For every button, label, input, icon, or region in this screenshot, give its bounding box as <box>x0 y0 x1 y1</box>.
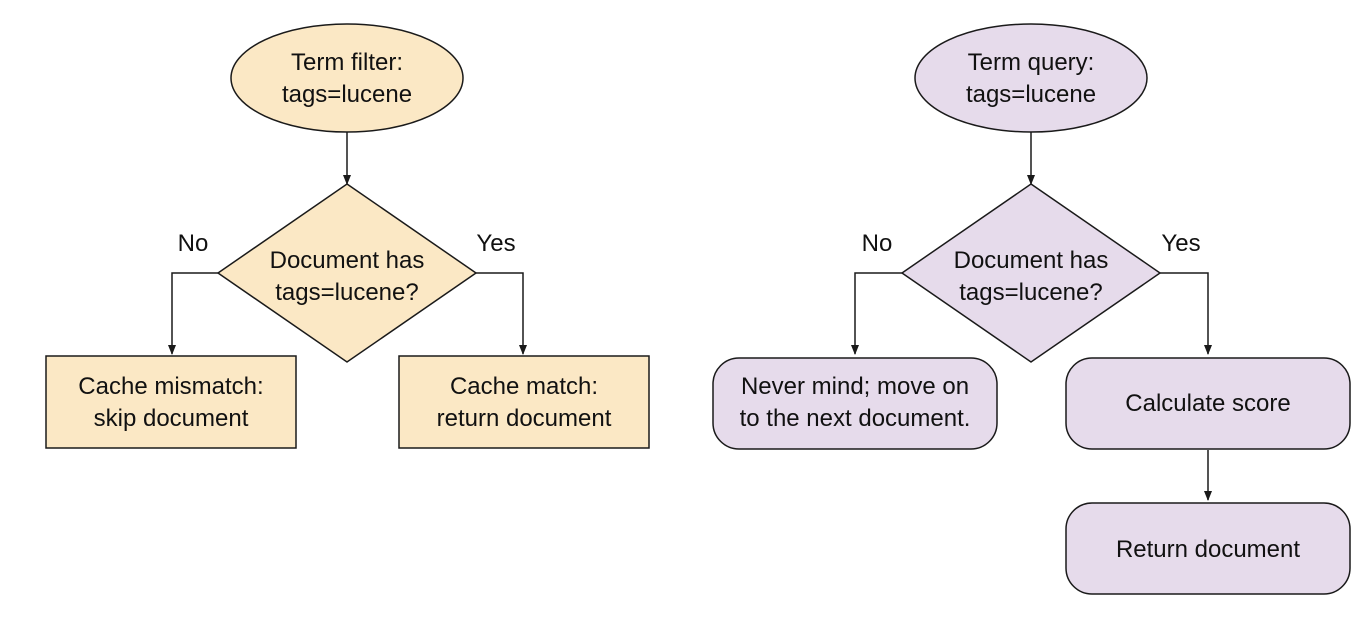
query-nevermind-label-line1: Never mind; move on <box>741 373 969 400</box>
filter-match-node: Cache match: return document <box>398 355 650 449</box>
query-score-node: Calculate score <box>1065 357 1351 450</box>
edge-filter-no-to-mismatch <box>168 272 218 355</box>
query-return-node: Return document <box>1065 502 1351 595</box>
filter-decision-label-line1: Document has <box>270 247 425 274</box>
edge-query-yes-to-score <box>1160 272 1212 355</box>
filter-match-label-line2: return document <box>437 405 612 432</box>
filter-match-label-line1: Cache match: <box>450 373 598 400</box>
filter-mismatch-node: Cache mismatch: skip document <box>45 355 297 449</box>
query-start-label-line2: tags=lucene <box>966 81 1096 108</box>
filter-decision-node: Document has tags=lucene? <box>216 183 478 363</box>
query-no-label: No <box>862 230 893 257</box>
filter-mismatch-label-line2: skip document <box>94 405 249 432</box>
query-yes-label: Yes <box>1161 230 1200 257</box>
query-start-label-line1: Term query: <box>968 49 1095 76</box>
term-filter-flow: Term filter: tags=lucene Document has ta… <box>45 23 650 449</box>
query-decision-label-line2: tags=lucene? <box>959 279 1102 306</box>
query-nevermind-node: Never mind; move on to the next document… <box>712 357 998 450</box>
query-start-node: Term query: tags=lucene <box>914 23 1148 133</box>
filter-decision-label-line2: tags=lucene? <box>275 279 418 306</box>
query-nevermind-label-line2: to the next document. <box>740 405 971 432</box>
filter-mismatch-label-line1: Cache mismatch: <box>78 373 263 400</box>
filter-start-node: Term filter: tags=lucene <box>230 23 464 133</box>
term-query-flow: Term query: tags=lucene Document has tag… <box>712 23 1351 595</box>
filter-start-label-line2: tags=lucene <box>282 81 412 108</box>
query-score-label: Calculate score <box>1125 390 1290 417</box>
filter-yes-label: Yes <box>476 230 515 257</box>
query-return-label: Return document <box>1116 536 1300 563</box>
edge-query-no-to-nevermind <box>851 272 902 355</box>
filter-start-label-line1: Term filter: <box>291 49 403 76</box>
edge-filter-yes-to-match <box>476 272 527 355</box>
filter-no-label: No <box>178 230 209 257</box>
query-decision-node: Document has tags=lucene? <box>900 183 1162 363</box>
query-decision-label-line1: Document has <box>954 247 1109 274</box>
